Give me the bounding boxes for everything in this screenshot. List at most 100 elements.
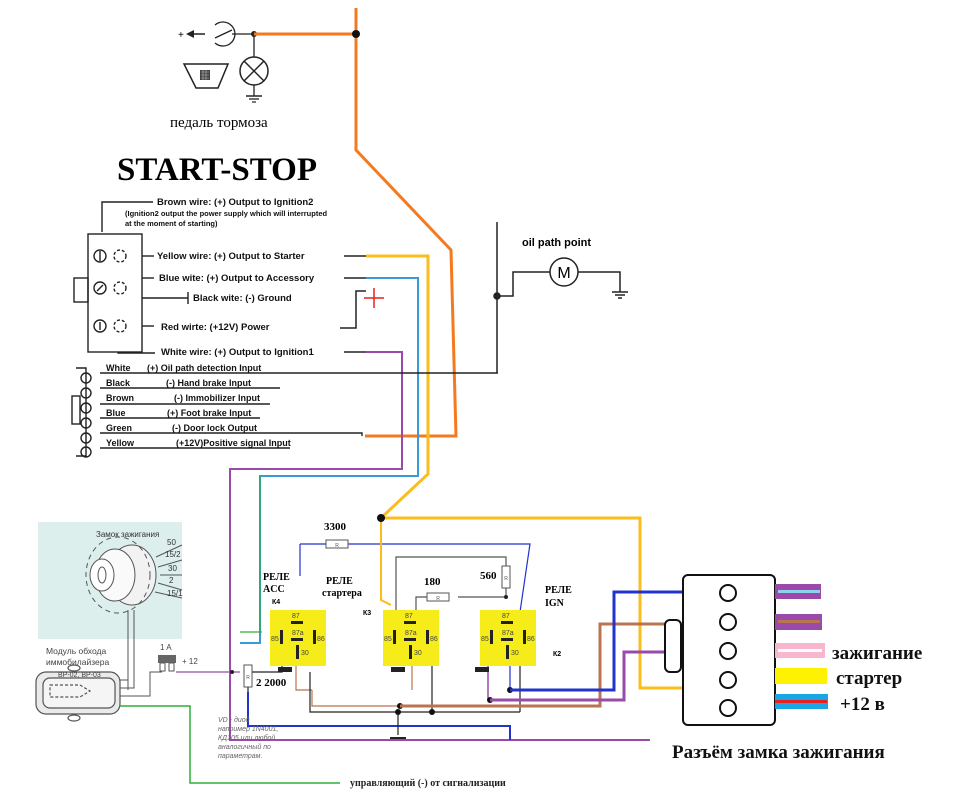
svg-text:85: 85 [481,636,489,643]
relay-starter: РЕЛЕ стартера К3 87 87a 85 86 30 [322,576,439,672]
starter-label: стартер [836,668,902,689]
alarm-label: управляющий (-) от сигнализации [350,778,506,789]
svg-text:30: 30 [511,650,519,657]
svg-text:87: 87 [292,613,300,620]
motor-label: M [557,265,570,282]
svg-text:30: 30 [168,564,177,573]
oil-path-sensor [493,222,628,373]
svg-text:IGN: IGN [545,598,565,609]
svg-text:КД105 или любой: КД105 или любой [218,734,275,742]
ignition-label: зажигание [832,643,922,664]
fuse-supply: + 12 [182,657,198,666]
plus12-label: +12 в [840,694,885,715]
svg-text:аналогичный по: аналогичный по [218,743,271,751]
svg-text:РЕЛЕ: РЕЛЕ [326,576,353,587]
orange-wire [254,8,458,438]
svg-text:(Ignition2 output the power su: (Ignition2 output the power supply which… [125,209,327,218]
svg-text:(-) Door lock Output: (-) Door lock Output [172,423,257,433]
svg-text:Black wite: (-) Ground: Black wite: (-) Ground [193,293,292,304]
svg-text:К4: К4 [272,599,280,606]
resistor-560: R 560 [480,565,511,589]
start-stop-title: START-STOP [117,152,317,188]
svg-text:86: 86 [317,636,325,643]
power-plus-icon [364,288,384,308]
immo-label-1: Модуль обхода [46,646,106,656]
svg-text:К3: К3 [363,610,371,617]
svg-text:Red wirte: (+12V) Power: Red wirte: (+12V) Power [161,322,270,333]
svg-text:РЕЛЕ: РЕЛЕ [263,572,290,583]
svg-text:2 2000: 2 2000 [256,677,287,689]
svg-text:(+12V)Positive signal Input: (+12V)Positive signal Input [176,438,291,448]
svg-text:180: 180 [424,576,441,588]
brake-pedal-switch: + педаль тормоза [170,21,269,131]
svg-text:Blue: Blue [106,408,126,418]
connector-2-labels: White (+) Oil path detection Input Black… [106,363,291,448]
fuse-rating: 1 A [160,643,172,652]
svg-text:87a: 87a [292,630,304,637]
svg-text:Green: Green [106,423,132,433]
svg-text:VD - диод: VD - диод [218,716,250,724]
svg-text:Black: Black [106,378,131,388]
resistor-22000: R 2 2000 [243,664,287,689]
svg-text:87: 87 [405,613,413,620]
svg-text:R: R [335,543,339,549]
svg-text:R: R [436,596,440,602]
svg-text:R: R [246,675,250,681]
svg-text:Yellow: Yellow [106,438,135,448]
svg-text:R: R [504,576,508,582]
svg-text:30: 30 [301,650,309,657]
brake-pedal-icon [182,63,230,89]
wire-color-swatches [775,584,828,709]
diode-icon [278,667,292,672]
svg-text:Brown wire: (+) Output to Ign: Brown wire: (+) Output to Ignition2 [157,197,313,208]
resistor-180: R 180 [424,576,450,602]
ignition-lock-title: Замок зажигания [96,530,159,539]
svg-text:White: White [106,363,131,373]
connector-2 [71,367,498,458]
lock-connector-title: Разъём замка зажигания [672,742,885,763]
blue-wire [240,277,419,644]
svg-text:РЕЛЕ: РЕЛЕ [545,585,572,596]
relay-acc: РЕЛЕ ACC К4 87 87a 85 86 30 [263,572,326,672]
svg-text:(+) Oil path detection Input: (+) Oil path detection Input [147,363,261,373]
oil-path-label: oil path point [522,237,591,249]
purple-wire [229,351,650,741]
resistor-3300: R 3300 [324,521,349,549]
svg-text:87a: 87a [502,630,514,637]
svg-text:50: 50 [167,538,176,547]
diode-icon [475,667,489,672]
svg-text:87a: 87a [405,630,417,637]
svg-text:2: 2 [169,576,174,585]
svg-text:White wire: (+) Output to Igni: White wire: (+) Output to Ignition1 [161,347,314,358]
diode-icon [391,667,405,672]
svg-text:87: 87 [502,613,510,620]
svg-text:30: 30 [414,650,422,657]
plus-sign: + [178,30,184,41]
start-stop-connector [73,201,189,354]
svg-text:86: 86 [527,636,535,643]
start-stop-wire-labels: Brown wire: (+) Output to Ignition2 (Ign… [125,197,327,358]
immo-module [35,664,121,722]
svg-text:Yellow wire: (+) Output to St: Yellow wire: (+) Output to Starter [157,251,305,262]
svg-text:К2: К2 [553,651,561,658]
fuse-icon [158,655,176,663]
svg-text:ACC: ACC [263,584,285,595]
svg-text:параметрам.: параметрам. [218,753,262,760]
immo-wires [120,671,162,697]
ignition-lock-terminals: 50 15/2 30 2 15/1 [165,538,183,598]
svg-text:например 1N4001,: например 1N4001, [218,726,278,733]
immo-label-2: иммобилайзера [46,657,109,667]
junction-dot [352,30,360,38]
svg-text:(-) Hand brake Input: (-) Hand brake Input [166,378,251,388]
ignition-lock-connector [664,574,776,726]
svg-text:15/2: 15/2 [165,550,181,559]
ignition-lock-illustration [85,536,183,690]
immo-model: BP-02, BP-03 [58,672,101,679]
brake-pedal-label: педаль тормоза [170,115,268,131]
svg-text:(-) Immobilizer Input: (-) Immobilizer Input [174,393,260,403]
svg-text:3300: 3300 [324,521,347,533]
relay-ign: РЕЛЕ IGN К2 87 87a 85 86 30 [475,585,572,672]
diode-note: VD - диод например 1N4001, КД105 или люб… [218,716,278,760]
svg-text:560: 560 [480,570,497,582]
